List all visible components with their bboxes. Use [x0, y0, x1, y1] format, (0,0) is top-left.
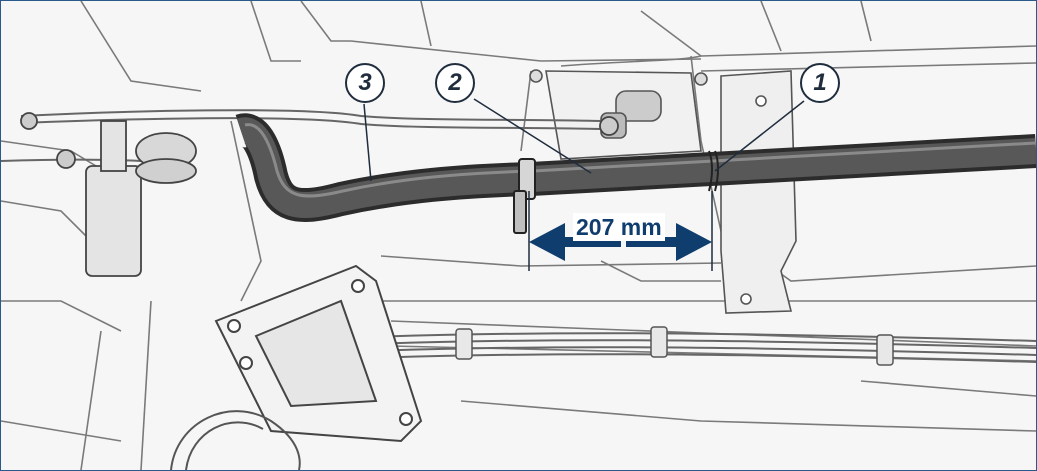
dimension-arrows [529, 223, 712, 261]
shock-absorber [20, 112, 619, 277]
callout-3-label: 3 [358, 69, 372, 96]
heat-shield-bracket [720, 70, 797, 314]
mounting-plate [529, 69, 708, 160]
callout-3: 3 [345, 63, 385, 103]
callout-1-label: 1 [813, 69, 827, 96]
callout-1: 1 [800, 63, 840, 103]
callout-2: 2 [435, 63, 475, 103]
callout-2-label: 2 [448, 69, 462, 96]
suspension-bracket [214, 264, 423, 443]
pipe-clamp [513, 158, 536, 234]
leader-lines [363, 98, 805, 182]
upper-lines [1, 109, 602, 162]
exhaust-pipe [235, 113, 1036, 222]
dimension-label: 207 mm [573, 213, 665, 241]
line-clips [455, 326, 894, 366]
wheel-arc [170, 410, 301, 470]
dimension-extension-lines [528, 191, 713, 271]
